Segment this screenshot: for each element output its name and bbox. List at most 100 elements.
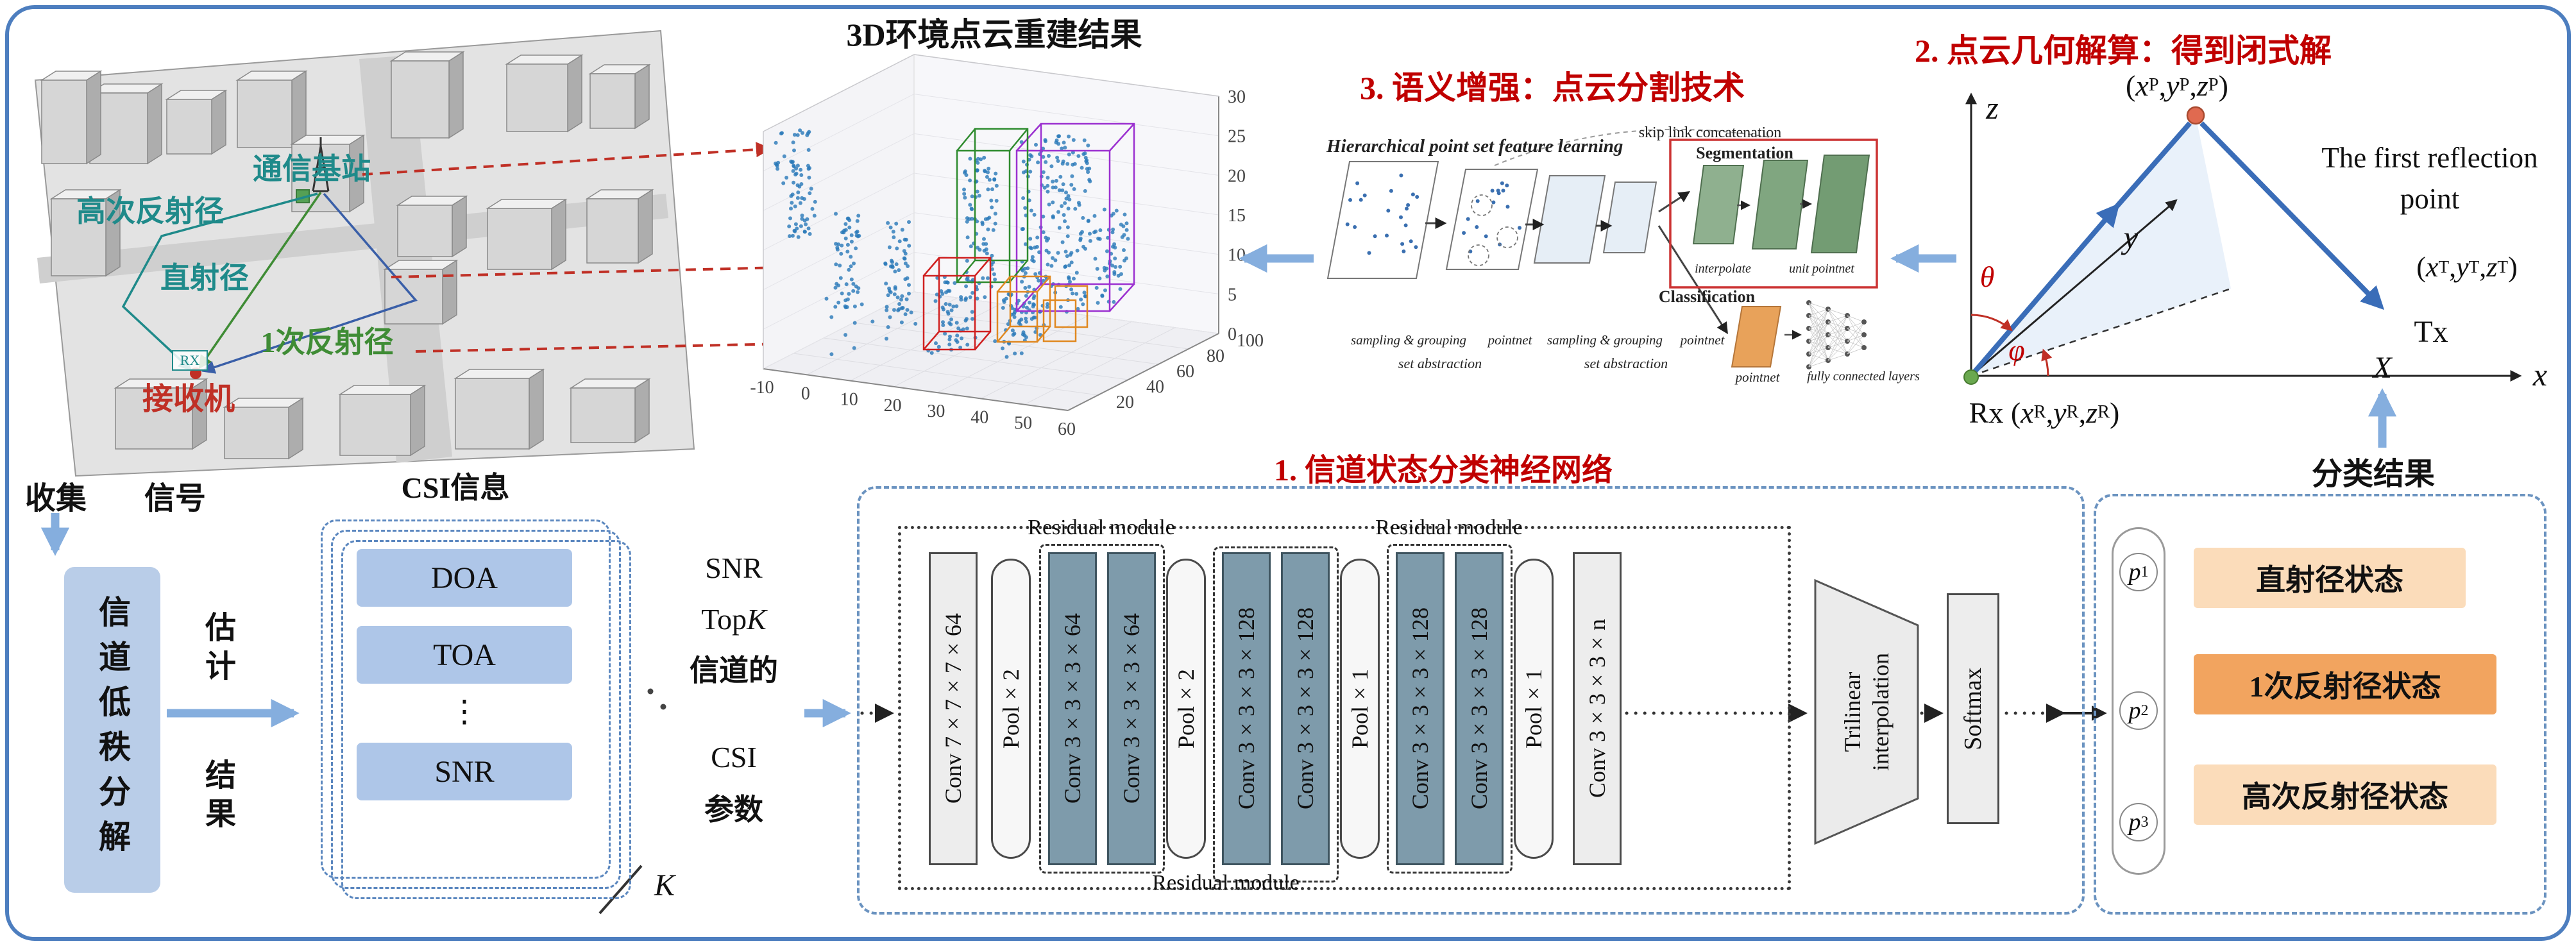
city-road-vertical [359,55,452,463]
fully-connected-glyph [1806,300,1867,369]
axis-tick-label: 10 [840,390,858,410]
axis-tick-label: 5 [1228,285,1237,305]
snr-line1: SNR [705,552,763,584]
layer-conv2: Conv 3×3×3×64 [1048,552,1097,865]
residual-box-2 [1213,546,1339,883]
reflection-point-dot [2186,106,2205,125]
residual-box-1 [1039,544,1165,874]
geometry-figure [1963,92,2522,385]
axis-tick-label: 60 [1058,419,1076,439]
csi-item-doa: DOA [357,549,572,607]
csi-stack-back2 [341,540,631,899]
hierarchical-label: Hierarchical point set feature learning [1326,136,1623,156]
state-first-order: 1次反射径状态 [2194,654,2496,714]
state-high-order: 高次反射径状态 [2194,764,2496,825]
bbox-purple [1015,122,1135,312]
pointnet-label-1: pointnet [1487,332,1532,348]
axis-tick-label: 40 [970,407,988,427]
csi-stack-front [321,519,611,879]
z-axis-label: z [1986,90,1999,126]
fc-label: fully connected layers [1807,369,1920,384]
bbox-red [922,257,992,351]
step2-title: 2. 点云几何解算：得到闭式解 [1915,33,2332,69]
layer-pool4: Pool×1 [1514,559,1554,859]
axis-tick-label: 20 [884,396,902,416]
axis-tick-label: 0 [801,384,810,403]
decomposition-label: 信道低秩分解 [94,595,130,865]
layer-pool2: Pool×2 [1166,559,1206,859]
estimate-result-label: 结果 [200,759,234,836]
result-title: 分类结果 [2311,457,2435,491]
csi-param-line1: CSI [711,741,757,773]
theta-label: θ [1979,260,1995,293]
axis-tick-label: 30 [1228,87,1246,107]
city-buildings [40,51,654,460]
bbox-orange [996,275,1089,343]
axis-tick-label: 50 [1014,414,1032,434]
segmentation-plane-points [1345,173,1521,255]
axis-tick-label: 15 [1228,206,1246,226]
layer-conv5: Conv 3×3×3×128 [1281,552,1330,865]
axis-tick-label: 20 [1116,393,1134,412]
network-box [857,486,2085,915]
receiver-label: 接收机 [142,382,235,416]
rx-to-p-line [1969,203,2120,378]
residual-label-3: Residual module [1375,516,1523,539]
rx-tag: RX [172,350,208,371]
collect-label: 收集 [24,482,87,516]
network-inner-box [898,526,1791,890]
tx-label: Tx [2414,314,2448,349]
state-direct: 直射径状态 [2194,548,2466,608]
flow-arrows [40,244,2397,728]
y-axis-label: y [2123,219,2139,255]
skip-link-label: skip link concatenation [1638,124,1782,141]
layer-conv6: Conv 3×3×3×128 [1396,552,1445,865]
csi-param-line2: 参数 [704,793,763,826]
first-order-path-label: 1次反射径 [260,326,394,359]
axis-tick-label: 40 [1146,377,1164,397]
x-axis-label: x [2532,357,2548,393]
sampling-label-1: sampling & grouping [1350,332,1467,348]
axis-tick-label: 80 [1207,346,1224,366]
estimate-label: 估计 [200,611,234,688]
csi-item-toa: TOA [357,626,572,684]
residual-label-1: Residual module [1028,516,1175,539]
snr-topk-label: SNR TopK 信道的 [670,543,798,703]
decomposition-box: 信道低秩分解 [64,567,160,893]
axis-tick-label: 0 [1228,325,1237,344]
interpolate-label: interpolate [1695,262,1751,276]
layer-pool3: Pool×1 [1340,559,1380,859]
theta-arc [1970,314,2013,332]
base-station-label: 通信基站 [253,153,371,185]
snr-line3: 信道的 [690,654,778,687]
pointnet-label-3: pointnet [1735,369,1780,385]
segmentation-branch-box [1669,139,1878,289]
y-axis [1970,199,2178,377]
base-station-icon [312,137,330,192]
axis-tick-label: 25 [1228,127,1246,147]
csi-stack-back1 [331,530,621,889]
sampling-label-2: sampling & grouping [1546,332,1663,348]
segmentation-label: Segmentation [1696,144,1793,162]
step3-title: 3. 语义增强：点云分割技术 [1360,70,1745,106]
direct-path-line [198,192,322,369]
axis-tick-label: 20 [1228,166,1246,186]
layer-conv1: Conv 7×7×7×64 [929,552,978,865]
rx-origin-dot [1963,369,1979,385]
classification-label: Classification [1658,287,1756,306]
phi-label: φ [2008,333,2025,366]
bbox-green [956,128,1029,283]
output-box [2094,494,2546,915]
layer-conv4: Conv 3×3×3×128 [1222,552,1271,865]
layer-convn: Conv 3×3×3×n [1573,552,1622,865]
set-abstraction-label-1: set abstraction [1398,355,1482,371]
first-reflection-label: The first reflection point [2321,142,2538,215]
layer-conv3: Conv 3×3×3×64 [1107,552,1156,865]
pointcloud-title: 3D环境点云重建结果 [846,17,1142,53]
